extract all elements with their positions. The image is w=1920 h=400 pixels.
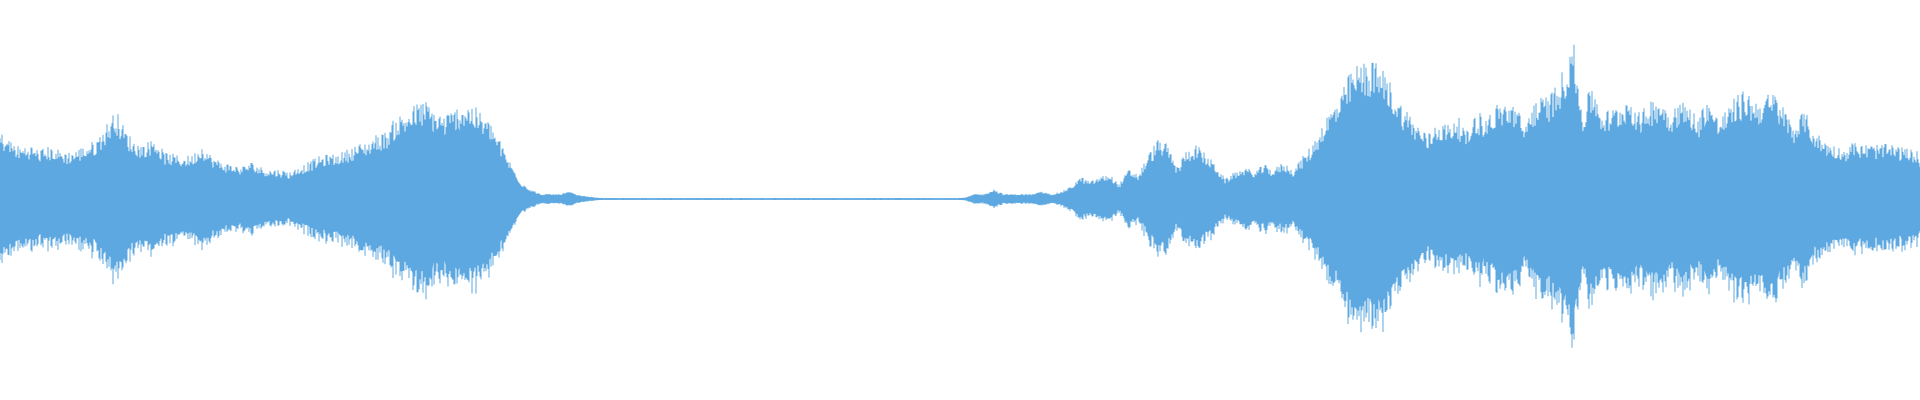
waveform-peaks bbox=[0, 44, 1920, 348]
waveform-bars bbox=[0, 44, 1920, 348]
